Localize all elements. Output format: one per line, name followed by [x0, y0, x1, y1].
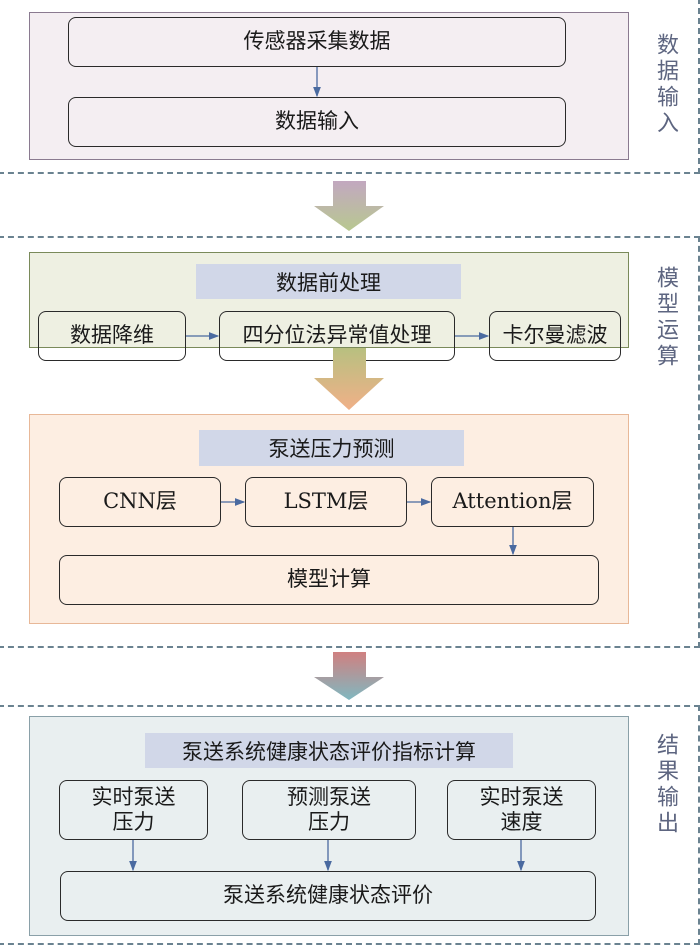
lstm-layer-box: LSTM层 [245, 477, 407, 527]
stage-arrow-input-to-model [314, 181, 384, 231]
kalman-filter-box: 卡尔曼滤波 [489, 311, 621, 361]
attention-layer-box: Attention层 [431, 477, 594, 527]
realtime-speed-line2: 速度 [500, 810, 543, 834]
prediction-title: 泵送压力预测 [199, 430, 464, 466]
stage-arrow-preprocess-to-prediction [314, 348, 384, 410]
section-label-model-computation: 模型运算 [653, 266, 678, 370]
realtime-pressure-line1: 实时泵送 [91, 784, 176, 809]
stage-arrow-model-to-output [314, 652, 384, 700]
section-label-data-input: 数据输入 [653, 33, 678, 137]
predicted-pressure-line1: 预测泵送 [287, 784, 371, 809]
data-input-box: 数据输入 [68, 97, 566, 147]
section-data-input [0, 0, 700, 174]
realtime-speed-line1: 实时泵送 [479, 784, 564, 809]
sensor-data-collection-box: 传感器采集数据 [68, 17, 566, 67]
realtime-speed-box: 实时泵送 速度 [447, 780, 596, 840]
preprocess-title: 数据前处理 [196, 264, 461, 299]
cnn-layer-box: CNN层 [59, 477, 221, 527]
input-panel [29, 12, 629, 160]
health-evaluation-box: 泵送系统健康状态评价 [60, 871, 596, 921]
model-calculation-box: 模型计算 [59, 555, 599, 605]
realtime-pressure-box: 实时泵送 压力 [59, 780, 208, 840]
section-label-result-output: 结果输出 [653, 733, 678, 837]
section-model-computation [0, 236, 700, 648]
realtime-pressure-line2: 压力 [112, 810, 155, 834]
predicted-pressure-line2: 压力 [308, 810, 350, 834]
dimensionality-reduction-box: 数据降维 [38, 311, 186, 361]
evaluation-index-title: 泵送系统健康状态评价指标计算 [145, 733, 513, 768]
predicted-pressure-box: 预测泵送 压力 [242, 780, 416, 840]
section-result-output [0, 705, 700, 945]
